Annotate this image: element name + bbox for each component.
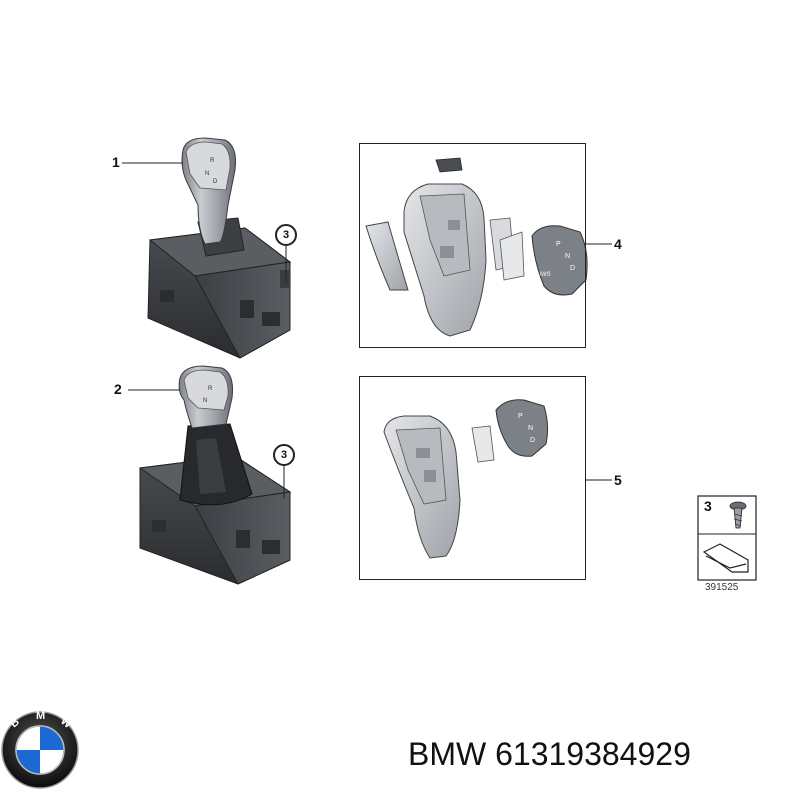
assembly-arrow-icon	[702, 543, 749, 573]
svg-text:N: N	[528, 425, 533, 432]
plate-label-p: P	[556, 241, 561, 248]
bmw-logo-icon: B M W	[1, 710, 79, 789]
kit-box-5	[359, 376, 586, 580]
callout-3-screw-bottom: 3	[273, 444, 295, 466]
svg-text:D: D	[530, 437, 535, 444]
screw-legend	[697, 495, 757, 581]
gear-shifter-assembly-2: R N	[128, 365, 292, 585]
kit-box-4	[359, 143, 586, 348]
plate-label-d: D	[570, 265, 575, 272]
callout-1: 1	[112, 154, 120, 170]
svg-text:M: M	[36, 710, 45, 722]
part-number-caption: BMW 61319384929	[408, 736, 691, 772]
plate-label-n: N	[565, 253, 570, 260]
exploded-knob-kit-4: P N D M/S	[365, 157, 612, 337]
svg-text:R: R	[208, 386, 213, 392]
callout-5: 5	[614, 472, 622, 488]
shifter-label-r: R	[210, 158, 215, 164]
svg-text:N: N	[205, 171, 209, 177]
callout-3-screw-top: 3	[275, 224, 297, 246]
svg-text:D: D	[213, 179, 218, 185]
screw-icon	[729, 501, 747, 529]
exploded-knob-kit-5: P N D	[383, 399, 612, 559]
gear-shifter-assembly-1: R N D	[122, 137, 292, 359]
legend-callout-3: 3	[704, 498, 712, 514]
callout-4: 4	[614, 236, 622, 252]
diagram-reference-number: 391525	[705, 582, 739, 593]
callout-2: 2	[114, 381, 122, 397]
svg-text:P: P	[518, 413, 523, 420]
plate-label-m: M/S	[540, 272, 551, 278]
svg-text:N: N	[203, 398, 207, 404]
